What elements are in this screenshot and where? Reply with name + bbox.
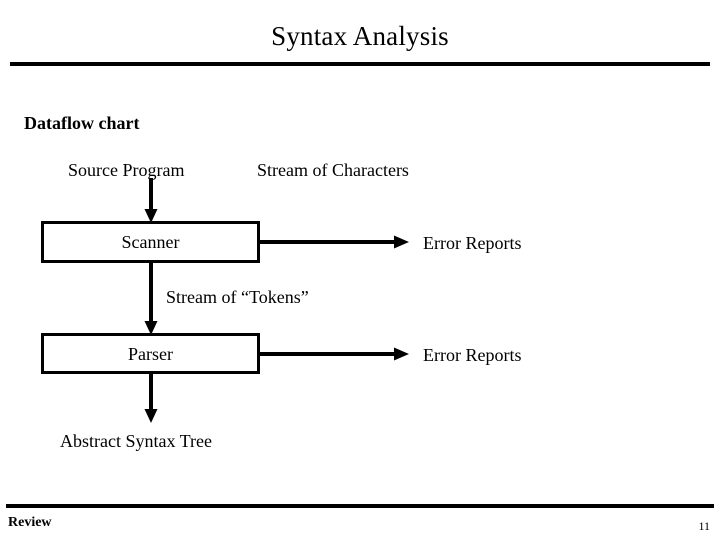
label-source-program: Source Program	[68, 160, 185, 180]
footer-divider	[6, 504, 714, 508]
label-error-reports-parser: Error Reports	[423, 345, 522, 365]
header-divider	[10, 62, 710, 66]
arrow-scanner-to-error-reports	[258, 235, 409, 249]
label-stream-of-characters: Stream of Characters	[257, 160, 409, 180]
arrow-scanner-to-parser	[144, 262, 158, 335]
arrow-parser-to-abstract-syntax-tree	[144, 372, 158, 423]
arrow-parser-to-error-reports	[258, 347, 409, 361]
label-abstract-syntax-tree: Abstract Syntax Tree	[60, 431, 212, 451]
process-box-parser-label: Parser	[128, 343, 173, 364]
label-stream-of-tokens: Stream of “Tokens”	[166, 287, 309, 307]
label-error-reports-scanner: Error Reports	[423, 233, 522, 253]
arrow-source-to-scanner	[144, 178, 158, 223]
page-title: Syntax Analysis	[271, 21, 449, 51]
page-number: 11	[698, 519, 710, 533]
section-heading: Dataflow chart	[24, 113, 140, 133]
footer-label: Review	[8, 515, 52, 530]
process-box-scanner[interactable]: Scanner	[41, 221, 260, 263]
process-box-parser[interactable]: Parser	[41, 333, 260, 374]
process-box-scanner-label: Scanner	[121, 232, 180, 252]
